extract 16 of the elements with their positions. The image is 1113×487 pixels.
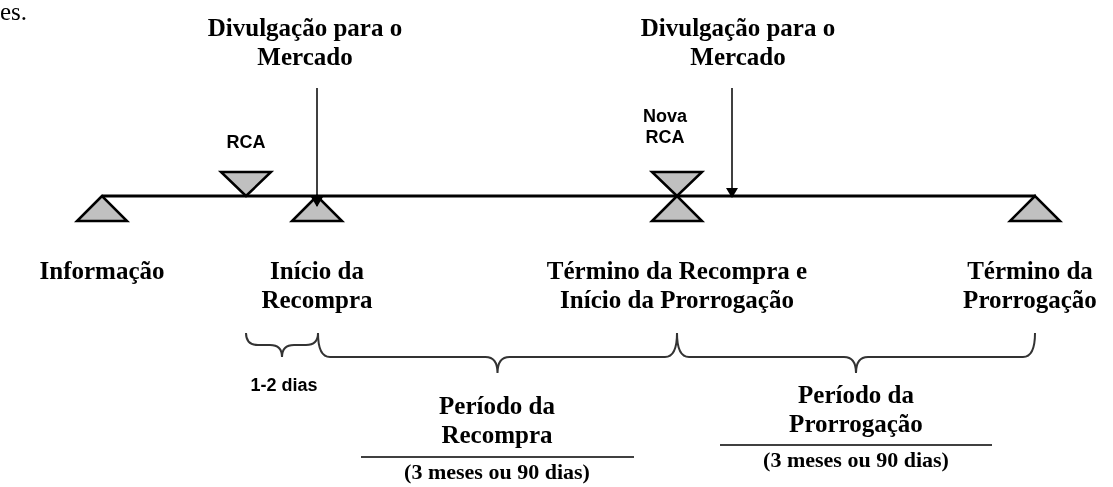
milestone-label: Informação: [38, 257, 166, 286]
milestone-label: Término da Recompra e Início da Prorrogação: [545, 257, 809, 315]
milestone-label: Término da Prorrogação: [962, 257, 1098, 315]
event-label: RCA: [225, 132, 267, 153]
duration-label: 1-2 dias: [249, 375, 319, 396]
milestone-label: Início da Recompra: [260, 257, 374, 315]
text-fragment: es.: [0, 0, 28, 27]
period-label: Período da Recompra: [438, 392, 556, 450]
event-label: Nova RCA: [642, 106, 688, 148]
callout-text: Divulgação para o Mercado: [635, 14, 841, 72]
period-label: Período da Prorrogação: [788, 381, 924, 439]
arrow: [311, 87, 323, 207]
period-duration: (3 meses ou 90 dias): [403, 459, 591, 485]
arrow: [726, 87, 738, 198]
callout-text: Divulgação para o Mercado: [202, 14, 408, 72]
period-duration: (3 meses ou 90 dias): [762, 447, 950, 473]
